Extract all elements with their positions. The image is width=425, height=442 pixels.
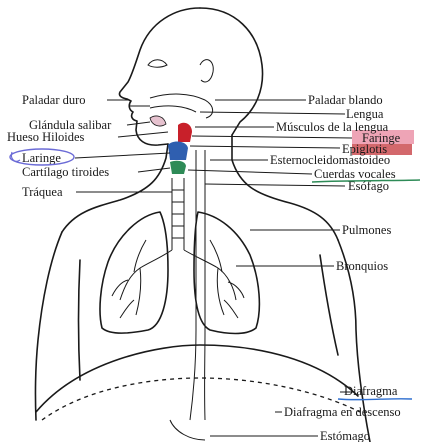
diaphragm: [36, 345, 360, 440]
stomach-outline: [170, 420, 205, 440]
label-cartilago-tiroides: Cartílago tiroides: [22, 165, 109, 179]
label-paladar-blando: Paladar blando: [308, 93, 383, 107]
body-outline: [35, 8, 370, 442]
larynx-shape: [168, 142, 188, 160]
label-diafragma-descenso: Diafragma en descenso: [284, 405, 401, 419]
label-traquea: Tráquea: [22, 185, 63, 199]
label-lengua: Lengua: [346, 107, 384, 121]
label-paladar-duro: Paladar duro: [22, 93, 86, 107]
salivary-gland-shape: [150, 116, 166, 126]
label-estomago: Estómago: [320, 429, 370, 442]
lungs: [100, 212, 259, 334]
label-hueso-hiloides: Hueso Hiloides: [7, 130, 85, 144]
vocal-cords-shape: [170, 161, 186, 174]
label-esternocleidomastoideo: Esternocleidomastoideo: [270, 153, 390, 167]
right-lung: [194, 212, 259, 334]
label-laringe: Laringe: [22, 151, 61, 165]
label-pulmones: Pulmones: [342, 223, 391, 237]
label-diafragma: Diafragma: [344, 384, 398, 398]
label-bronquios: Bronquios: [336, 259, 388, 273]
leader-lines: [75, 100, 355, 436]
diafragma-underline: [338, 399, 412, 400]
epiglottis-shape: [178, 123, 192, 142]
